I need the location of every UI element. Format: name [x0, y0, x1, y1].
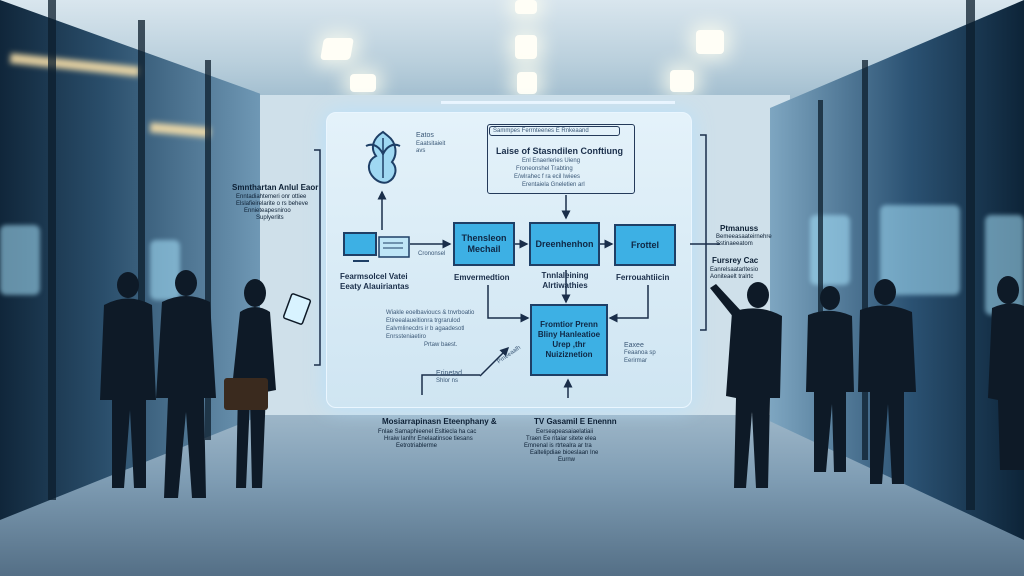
person-head — [747, 282, 769, 308]
node-development: Dreenhenhon — [529, 222, 600, 266]
row-label: Ferrouahtiicin — [616, 273, 670, 282]
person-body — [858, 305, 916, 484]
person-body — [988, 303, 1024, 470]
top-box-line: Froneonshel Trabting — [516, 166, 573, 172]
person-head — [175, 270, 197, 296]
device-caption-title: Eeaty Alauiriantas — [340, 282, 410, 291]
person-body — [806, 310, 854, 472]
top-box-title: Sammpes Ferrnteenes E Rnkeaand — [493, 128, 589, 134]
handbag — [224, 378, 268, 410]
right-panel-line: Bemeeasaateirnehre — [716, 234, 772, 240]
top-box-line: E/wlrahec f ra ecil Iwiees — [514, 174, 581, 180]
ceiling-light — [670, 70, 694, 92]
person-body — [100, 298, 156, 488]
computer-monitors-icon — [343, 231, 411, 265]
row-label: Emvermedtion — [454, 273, 510, 282]
bottom-left-line: Eetrotriablerme — [396, 443, 438, 449]
device-caption-label: Crononsel — [418, 251, 446, 257]
right-panel-title2: Fursrey Cac — [712, 256, 759, 265]
node-mechanism: Thensleon Mechail — [453, 222, 515, 266]
right-note-line: Eerirmar — [624, 358, 648, 364]
brain-symbol-icon — [358, 128, 408, 190]
left-notes-line: Enntadiahtemeri onr ottiee — [236, 194, 307, 200]
window-frame — [818, 100, 823, 430]
window-frame — [48, 0, 56, 500]
bottom-center-line: Ealtelipdiae bioeslaan Ine — [530, 450, 599, 456]
ceiling-light — [696, 30, 724, 54]
ceiling-light — [517, 72, 537, 94]
top-box-line: Erentaiela Gneletien arl — [522, 182, 585, 188]
top-left-label-title: Eatos — [416, 132, 434, 139]
wall-screen — [880, 205, 960, 295]
top-info-title-box — [489, 126, 620, 136]
ceiling-light — [515, 35, 537, 59]
person-head — [997, 276, 1019, 304]
person-head — [874, 279, 896, 305]
row-label: Tnnlaleining Alrtiwathies — [541, 271, 589, 290]
person-body — [726, 308, 782, 488]
left-notes-title: Smnthartan Anlul Eaor — [232, 183, 319, 192]
bottom-left-title: Mosiarrapinasn Eteenphany & — [382, 417, 497, 426]
right-panel-line: Aoniteaelt tralrtc — [710, 274, 754, 280]
ceiling-light — [350, 74, 376, 92]
right-note-line: Feaanoa sp — [624, 350, 656, 356]
bottom-left-line: Hraiw lanlhr Enelaatinsoe tiesans — [384, 436, 473, 442]
left-notes-line: Elslafieirelarite o rs beheve — [236, 201, 309, 207]
bottom-left-line: Fnlae Samaphieenel Esltiecla ha cac — [378, 429, 477, 435]
bottom-center-line: Traen Ee ritaiar sitete elea — [526, 436, 597, 442]
device-caption-title: Fearmsolcel Vatei — [340, 272, 408, 281]
window-frame — [138, 20, 145, 470]
bottom-center-title: TV Gasamil E Enennn — [534, 417, 617, 426]
top-info-box — [487, 124, 635, 194]
node-integration: Fromtior Prenn Bliny Hanleatioe Urep ,th… — [530, 304, 608, 376]
mid-note: Enrssteniaetiro — [386, 334, 427, 340]
window-frame — [966, 0, 975, 510]
right-note-title: Eaxee — [624, 342, 644, 349]
right-panel-line: Sstinaeeatom — [716, 241, 753, 247]
person-head — [117, 272, 139, 298]
person-arm — [710, 284, 742, 318]
left-notes-line: Suplyerlits — [256, 215, 284, 221]
tablet-device — [282, 293, 312, 325]
bottom-center-line: Eurnw — [558, 457, 576, 463]
board-top-bar — [441, 101, 675, 104]
ring-line: Erinetad — [436, 370, 463, 377]
node-final: Frottel — [614, 224, 676, 266]
right-panel-title: Ptmanuss — [720, 224, 759, 233]
bottom-center-line: Eerseapeasaiaelatiaii — [536, 429, 594, 435]
mid-note: Etireealaueitionra trgrarulod — [386, 318, 461, 324]
wall-screen — [150, 240, 180, 300]
wall-screen — [0, 225, 40, 295]
person-body — [156, 296, 216, 498]
top-left-label-line: Eaatsitaieit — [416, 141, 446, 147]
top-box-subtitle: Laise of Stasndilen Conftiung — [496, 146, 624, 156]
right-panel-line: Eanrelsaatarltesio — [710, 267, 759, 273]
window-frame — [862, 60, 868, 460]
ceiling-light — [515, 0, 537, 14]
left-notes-line: Ennieteapesniroo — [244, 208, 291, 214]
mid-note: Wiakle eoelbavioucs & tnvrboatio — [386, 310, 475, 316]
mid-note: Prtaw baest. — [424, 342, 458, 348]
window-frame — [205, 60, 211, 440]
person-head — [820, 286, 840, 310]
mid-note: Ealvmlinecdrs ir b agaadesotl — [386, 326, 465, 332]
wall-screen — [810, 215, 850, 285]
top-left-label-line: avs — [416, 148, 426, 154]
bottom-center-line: Emnenal is rtrtealra ar tra — [524, 443, 592, 449]
top-box-line: Enl Enaerleries Uieng — [522, 158, 581, 164]
ring-line: Shlor ns — [436, 378, 459, 384]
person-head — [244, 279, 266, 307]
